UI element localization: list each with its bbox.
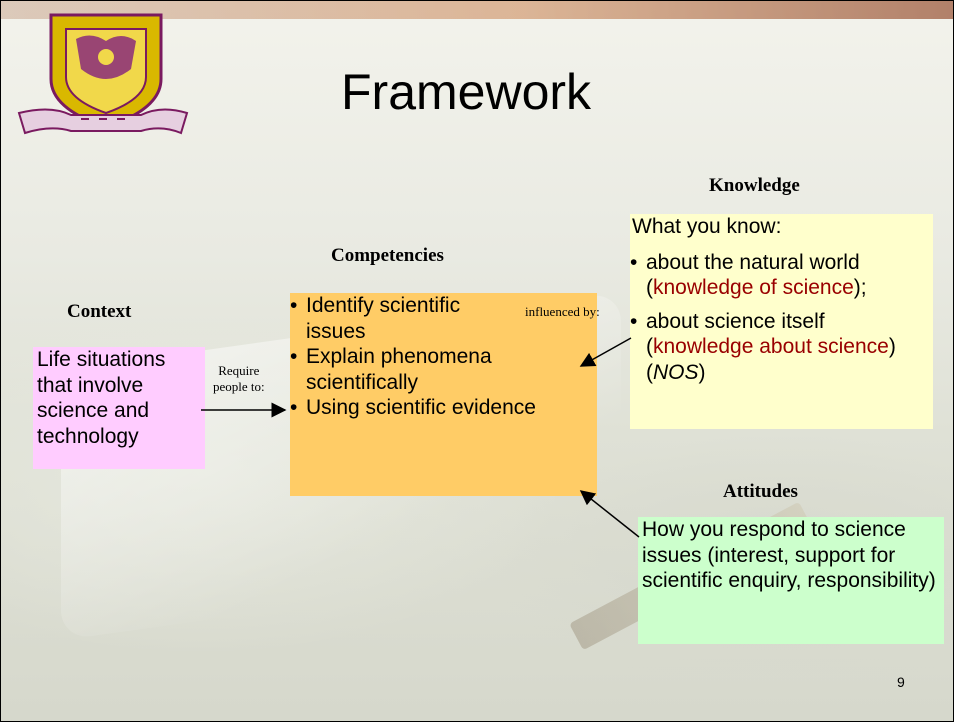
attitudes-arrow: [579, 490, 640, 538]
context-box: Life situations that involve science and…: [33, 347, 205, 469]
context-text: Life situations that involve science and…: [37, 348, 166, 448]
decorative-top-bar: [1, 1, 953, 19]
knowledge-item-end: );: [853, 276, 867, 300]
page-number: 9: [897, 674, 905, 690]
nos-abbreviation: NOS: [653, 361, 699, 385]
competencies-box: Identify scientific issues Explain pheno…: [290, 293, 597, 496]
knowledge-item: about the natural world (knowledge of sc…: [630, 250, 933, 301]
influenced-label: influenced by:: [525, 304, 600, 319]
attitudes-text: How you respond to science issues (inter…: [642, 518, 936, 593]
require-label-line: Require: [218, 363, 260, 378]
knowledge-item-end: ): [698, 361, 706, 385]
competencies-list: Identify scientific issues Explain pheno…: [290, 293, 597, 421]
knowledge-item: about science itself (knowledge about sc…: [630, 309, 933, 386]
knowledge-item-text: about science itself (: [646, 309, 825, 359]
university-crest-icon: [17, 13, 189, 135]
knowledge-arrow: [579, 337, 632, 367]
attitudes-heading: Attitudes: [723, 481, 798, 502]
context-heading: Context: [67, 301, 132, 322]
knowledge-highlight: knowledge of science: [653, 276, 854, 300]
knowledge-item-text: about the natural world (: [646, 250, 860, 300]
knowledge-box: What you know: about the natural world (…: [630, 214, 933, 429]
attitudes-box: How you respond to science issues (inter…: [638, 517, 944, 644]
competency-item: Using scientific evidence: [290, 395, 597, 421]
competency-item: Explain phenomena scientifically: [290, 344, 597, 395]
knowledge-heading: Knowledge: [709, 175, 800, 196]
competency-item: Identify scientific issues: [290, 293, 516, 344]
competencies-heading: Competencies: [331, 245, 444, 266]
knowledge-intro: What you know:: [632, 215, 782, 238]
require-label-line: people to:: [213, 378, 265, 394]
knowledge-list: about the natural world (knowledge of sc…: [630, 250, 933, 386]
require-label: Require people to:: [213, 363, 265, 394]
knowledge-highlight: knowledge about science: [653, 335, 889, 359]
slide-title: Framework: [341, 64, 592, 120]
knowledge-item-mid: ) (: [646, 335, 896, 385]
